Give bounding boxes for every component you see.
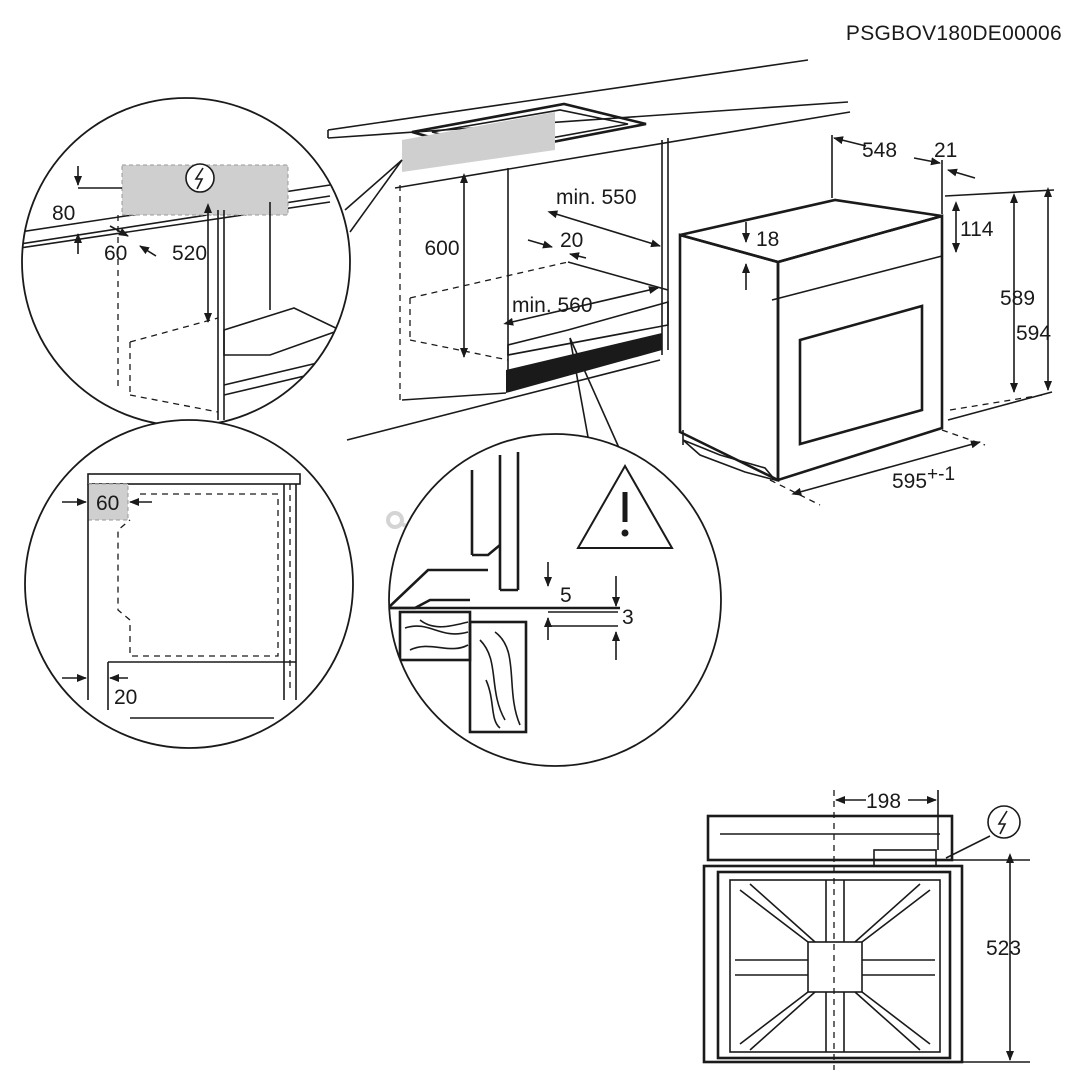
plinth-ventilation	[506, 333, 662, 393]
dim-60-top: 60	[104, 242, 127, 265]
detail-circle-side-clearance: 60 20	[24, 419, 354, 749]
electrical-symbol-icon	[185, 163, 215, 193]
dim-589: 589	[1000, 287, 1035, 310]
dim-21: 21	[934, 139, 957, 162]
detail-circle-electrical-connection: 80 60 520	[21, 97, 351, 427]
dim-198: 198	[866, 790, 901, 813]
dim-5: 5	[560, 584, 572, 607]
dim-548: 548	[862, 139, 897, 162]
dim-min-560: min. 560	[512, 294, 593, 317]
dim-520: 520	[172, 242, 207, 265]
main-kitchen-unit: 600 min. 550 20 min. 560	[327, 59, 851, 469]
oven-rack-grid	[735, 880, 935, 1052]
dim-595-tolerance: +-1	[927, 464, 955, 485]
dim-80: 80	[52, 202, 75, 225]
dim-18: 18	[756, 228, 779, 251]
electrical-zone-worktop	[402, 112, 555, 172]
dim-523: 523	[986, 937, 1021, 960]
dim-3: 3	[622, 606, 634, 629]
dim-min-550: min. 550	[556, 186, 637, 209]
warning-triangle-icon	[576, 463, 674, 549]
dim-114: 114	[960, 218, 994, 241]
dim-594: 594	[1016, 322, 1051, 345]
cabinet-shelf-section	[398, 610, 472, 662]
oven-top-view: 198 523	[702, 790, 1030, 1070]
clearance-zone-60	[87, 483, 129, 521]
electrical-symbol-icon-bottom	[987, 805, 1021, 839]
oven-isometric: 548 21 114 18 589 594 595+-1	[678, 135, 1055, 506]
document-code: PSGBOV180DE00006	[846, 22, 1062, 45]
dim-60-detail: 60	[96, 492, 119, 515]
dim-595: 595+-1	[892, 464, 955, 493]
dim-20-detail: 20	[114, 686, 137, 709]
dim-600: 600	[424, 237, 459, 260]
detail-circle-gap: 5 3	[388, 433, 722, 767]
dim-20-cabinet: 20	[560, 229, 583, 252]
